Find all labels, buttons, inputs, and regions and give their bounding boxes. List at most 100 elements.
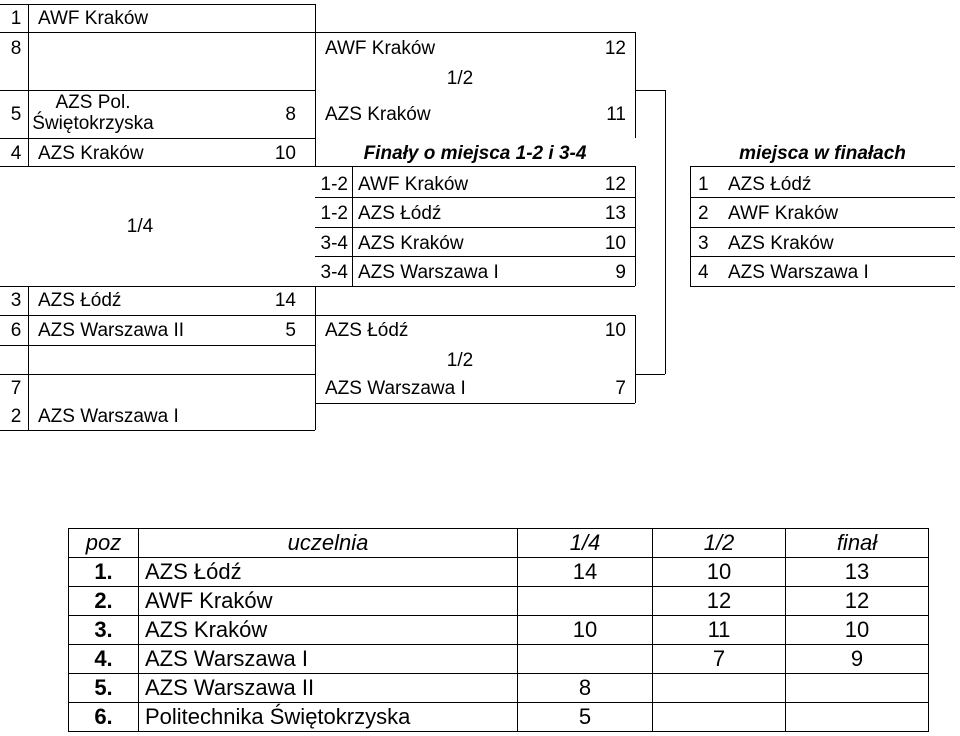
grid-line bbox=[0, 138, 315, 139]
row-final: 10 bbox=[785, 615, 929, 645]
row-semi: 12 bbox=[652, 586, 786, 616]
grid-line bbox=[315, 227, 635, 228]
grid-line bbox=[690, 256, 955, 257]
sf-bottom-score2: 7 bbox=[615, 378, 626, 399]
qf-a3-team: AZS Pol. Świętokrzyska bbox=[32, 92, 154, 134]
grid-line bbox=[315, 197, 635, 198]
header-final: finał bbox=[785, 528, 929, 558]
sf-bottom-label: 1/2 bbox=[446, 350, 474, 371]
grid-line bbox=[690, 166, 955, 167]
qf-b1-seed: 3 bbox=[10, 290, 22, 311]
row-final: 13 bbox=[785, 557, 929, 587]
grid-line bbox=[0, 315, 315, 316]
table-row: 6. Politechnika Świętokrzyska 5 bbox=[68, 702, 929, 732]
grid-line bbox=[0, 90, 315, 91]
table-row: 2. AWF Kraków 12 12 bbox=[68, 586, 929, 616]
final-row2-place: 1-2 bbox=[320, 203, 348, 224]
placing-4-team: AZS Warszawa I bbox=[728, 262, 869, 283]
grid-line bbox=[0, 286, 315, 287]
grid-line bbox=[690, 166, 691, 286]
row-pos: 5. bbox=[68, 673, 139, 703]
row-pos: 4. bbox=[68, 644, 139, 674]
row-semi: 10 bbox=[652, 557, 786, 587]
grid-line bbox=[315, 315, 635, 316]
row-final: 9 bbox=[785, 644, 929, 674]
row-team: AZS Łódź bbox=[138, 557, 518, 587]
qf-a1-seed: 1 bbox=[10, 8, 22, 29]
final-row3-team: AZS Kraków bbox=[358, 233, 464, 254]
grid-line bbox=[28, 286, 29, 430]
grid-line bbox=[0, 430, 315, 431]
header-quarter: 1/4 bbox=[517, 528, 653, 558]
sf-top-score1: 12 bbox=[604, 38, 626, 59]
row-pos: 3. bbox=[68, 615, 139, 645]
grid-line bbox=[315, 256, 635, 257]
final-row1-team: AWF Kraków bbox=[358, 174, 469, 195]
row-team: AZS Warszawa I bbox=[138, 644, 518, 674]
grid-line bbox=[0, 166, 315, 167]
table-row: 4. AZS Warszawa I 7 9 bbox=[68, 644, 929, 674]
table-row: 5. AZS Warszawa II 8 bbox=[68, 673, 929, 703]
qf-a1-team: AWF Kraków bbox=[38, 8, 149, 29]
row-final bbox=[785, 673, 929, 703]
row-quarter bbox=[517, 586, 653, 616]
grid-line bbox=[315, 166, 635, 167]
grid-line bbox=[28, 4, 29, 166]
header-semi: 1/2 bbox=[652, 528, 786, 558]
row-pos: 6. bbox=[68, 702, 139, 732]
qf-a3-seed: 5 bbox=[10, 104, 22, 125]
final-row3-score: 10 bbox=[604, 233, 626, 254]
qf-b4-team: AZS Warszawa I bbox=[38, 406, 179, 427]
final-row3-place: 3-4 bbox=[320, 233, 348, 254]
sf-top-team2: AZS Kraków bbox=[325, 104, 431, 125]
placing-2-place: 2 bbox=[698, 203, 709, 224]
grid-line bbox=[315, 32, 635, 33]
sf-top-score2: 11 bbox=[606, 104, 626, 125]
grid-line bbox=[0, 4, 315, 5]
final-row2-team: AZS Łódź bbox=[358, 203, 442, 224]
grid-line bbox=[635, 374, 665, 375]
final-row4-score: 9 bbox=[615, 262, 626, 283]
grid-line bbox=[635, 32, 636, 138]
sf-top-team1: AWF Kraków bbox=[325, 38, 436, 59]
placing-2-team: AWF Kraków bbox=[728, 203, 839, 224]
qf-b2-seed: 6 bbox=[10, 320, 22, 341]
qf-a3-score: 8 bbox=[285, 104, 296, 125]
grid-line bbox=[690, 197, 955, 198]
grid-line bbox=[635, 90, 665, 91]
qf-b3-seed: 7 bbox=[10, 378, 22, 399]
grid-line bbox=[635, 315, 636, 403]
grid-line bbox=[315, 4, 316, 166]
placing-3-team: AZS Kraków bbox=[728, 233, 834, 254]
row-quarter bbox=[517, 644, 653, 674]
placing-1-place: 1 bbox=[698, 174, 709, 195]
row-quarter: 5 bbox=[517, 702, 653, 732]
row-semi bbox=[652, 673, 786, 703]
grid-line bbox=[665, 90, 666, 374]
final-row1-score: 12 bbox=[604, 174, 626, 195]
qf-b1-score: 14 bbox=[274, 290, 296, 311]
grid-line bbox=[352, 166, 353, 286]
qf-b2-score: 5 bbox=[285, 320, 296, 341]
grid-line bbox=[0, 32, 315, 33]
results-table: poz uczelnia 1/4 1/2 finał 1. AZS Łódź 1… bbox=[68, 528, 929, 732]
row-semi bbox=[652, 702, 786, 732]
qf-label: 1/4 bbox=[126, 216, 154, 237]
row-quarter: 8 bbox=[517, 673, 653, 703]
finals-title: Finały o miejsca 1-2 i 3-4 bbox=[363, 143, 587, 164]
final-row4-place: 3-4 bbox=[320, 262, 348, 283]
qf-a4-seed: 4 bbox=[10, 143, 22, 164]
qf-a2-seed: 8 bbox=[10, 38, 22, 59]
row-team: AZS Warszawa II bbox=[138, 673, 518, 703]
grid-line bbox=[0, 345, 315, 346]
qf-b4-seed: 2 bbox=[10, 406, 22, 427]
final-row2-score: 13 bbox=[604, 203, 626, 224]
sf-bottom-team1: AZS Łódź bbox=[325, 320, 409, 341]
qf-a4-team: AZS Kraków bbox=[38, 143, 144, 164]
header-poz: poz bbox=[68, 528, 139, 558]
final-row1-place: 1-2 bbox=[320, 174, 348, 195]
table-row: 3. AZS Kraków 10 11 10 bbox=[68, 615, 929, 645]
row-team: AZS Kraków bbox=[138, 615, 518, 645]
qf-b1-team: AZS Łódź bbox=[38, 290, 122, 311]
grid-line bbox=[690, 286, 955, 287]
